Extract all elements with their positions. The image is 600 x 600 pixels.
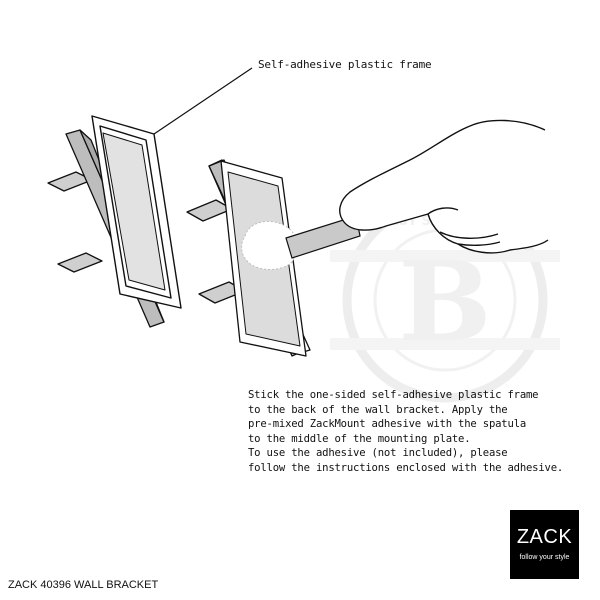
logo-tagline: follow your style: [519, 554, 570, 561]
watermark-seal: B BEST SHOP SINCE: [330, 197, 560, 403]
instruction-line: to the middle of the mounting plate.: [248, 432, 471, 445]
hand: [339, 119, 549, 254]
instructions: Stick the one-sided self-adhesive plasti…: [248, 388, 563, 476]
callout-leader: [153, 67, 253, 135]
instruction-line: Stick the one-sided self-adhesive plasti…: [248, 389, 539, 401]
product-caption: ZACK 40396 WALL BRACKET: [8, 579, 159, 591]
zack-logo: ZACK follow your style: [510, 510, 579, 579]
watermark-letter: B: [399, 237, 492, 366]
callout-label: Self-adhesive plastic frame: [258, 58, 432, 71]
instruction-line: pre-mixed ZackMount adhesive with the sp…: [248, 418, 527, 431]
instruction-line: to the back of the wall bracket. Apply t…: [248, 403, 508, 416]
logo-brand: ZACK: [516, 526, 573, 548]
instruction-line: follow the instructions enclosed with th…: [248, 461, 564, 474]
adhesive-frame: [91, 115, 182, 309]
instruction-line: To use the adhesive (not included), plea…: [248, 447, 508, 460]
spatula: [285, 215, 361, 259]
adhesive-blob: [241, 220, 298, 270]
